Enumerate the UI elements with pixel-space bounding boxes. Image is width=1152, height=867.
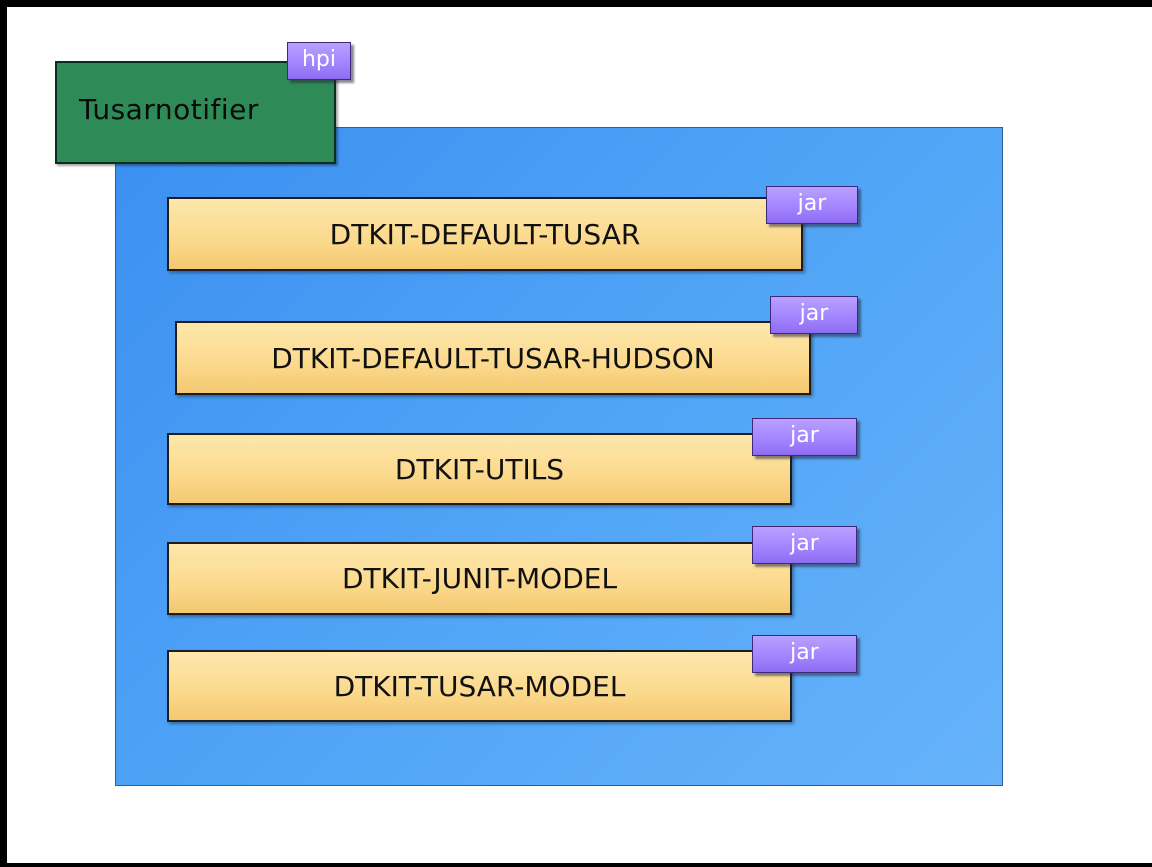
module-label: DTKIT-TUSAR-MODEL: [333, 669, 626, 703]
module-label: DTKIT-DEFAULT-TUSAR-HUDSON: [271, 341, 715, 375]
module-dtkit-default-tusar: DTKIT-DEFAULT-TUSAR: [167, 197, 803, 271]
module-dtkit-utils: DTKIT-UTILS: [167, 433, 792, 505]
module-dtkit-default-tusar-hudson: DTKIT-DEFAULT-TUSAR-HUDSON: [175, 321, 811, 395]
plugin-label: Tusarnotifier: [79, 93, 259, 126]
plugin-type-badge: hpi: [287, 42, 351, 80]
module-label: DTKIT-JUNIT-MODEL: [341, 562, 618, 595]
module-type-badge: jar: [752, 635, 857, 673]
module-type-badge: jar: [752, 526, 857, 564]
module-type-badge: jar: [752, 418, 857, 456]
module-dtkit-junit-model: DTKIT-JUNIT-MODEL: [167, 542, 792, 615]
module-label: DTKIT-UTILS: [394, 452, 565, 486]
module-dtkit-tusar-model: DTKIT-TUSAR-MODEL: [167, 650, 792, 722]
module-type-badge: jar: [766, 186, 858, 224]
plugin-box: Tusarnotifier: [55, 61, 336, 164]
module-label: DTKIT-DEFAULT-TUSAR: [329, 217, 641, 251]
module-type-badge: jar: [770, 296, 858, 334]
